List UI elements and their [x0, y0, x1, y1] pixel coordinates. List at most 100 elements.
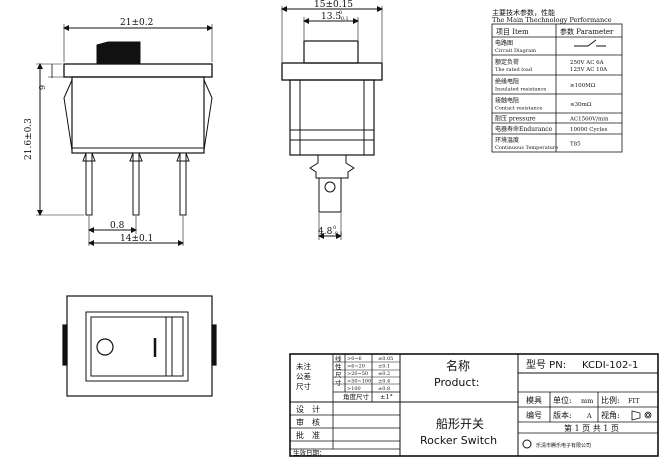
rocker-actuator [96, 41, 141, 65]
company-logo [522, 439, 532, 449]
angle-tol: ±1° [380, 393, 393, 401]
tol-range: >6~20 [347, 364, 365, 370]
tol-label-3: 尺寸 [296, 381, 311, 391]
right-clip [203, 79, 213, 151]
approve-label: 批 准 [296, 430, 320, 440]
model-value: KCDI-102-1 [582, 360, 638, 371]
tolerance-rows: >0~6 ±0.05 >6~20 ±0.1 >20~50 ±0.2 >50~100 ±0.4 >… [347, 356, 393, 392]
tol-value: ±0.05 [378, 356, 393, 362]
spec-row-cn: 额定负荷 [495, 58, 519, 66]
scale-label: 比例: [601, 395, 620, 405]
unit-value: mm [581, 397, 593, 405]
svg-text:线: 线 [335, 354, 342, 363]
spec-row-cn: 环境温度 [495, 136, 519, 144]
dim-tab-width: 4.8 [318, 227, 333, 237]
dim-height-main: 21.6±0.3 [24, 118, 34, 160]
spec-row-val: 10000 Cycles [570, 127, 608, 133]
date-label: 生效日期： [293, 448, 326, 457]
tol-value: ±0.2 [378, 371, 390, 377]
spec-row-cn: 电路图 [495, 39, 513, 47]
off-symbol [96, 338, 114, 356]
tol-side-label: 线 性 尺 寸 [335, 354, 342, 387]
tol-range: >20~50 [347, 371, 368, 377]
tol-range: >100 [347, 386, 361, 392]
spec-row-en: The rated load [495, 67, 533, 73]
title-block [289, 353, 659, 457]
front-view [36, 24, 213, 246]
version-label: 版本: [553, 410, 572, 420]
version-value: A [586, 412, 592, 420]
dim-side-inner: 13.5 [321, 12, 341, 22]
spec-row-val: ≥100MΩ [570, 83, 596, 89]
company-name: 乐清市腾乐电子有限公司 [536, 442, 591, 449]
svg-text:寸: 寸 [335, 378, 342, 387]
dim-pin-span: 14±0.1 [120, 234, 153, 244]
pins [82, 152, 190, 216]
product-cn: 船形开关 [436, 417, 484, 431]
bezel-side [281, 62, 383, 81]
side-view [281, 6, 383, 240]
check-label: 审 核 [296, 417, 320, 427]
spec-title-en: The Main Thechnology Performance [492, 16, 612, 24]
spec-row-val: ≤30mΩ [570, 102, 592, 108]
rocker-side [303, 40, 359, 64]
name-cn: 名称 [446, 358, 470, 373]
top-view [62, 295, 217, 397]
svg-text:性: 性 [335, 362, 342, 371]
model-label: 型号 PN: [526, 358, 566, 371]
dim-tab-sub: -0.1 [333, 231, 343, 237]
tol-value: ±0.4 [378, 379, 390, 385]
spec-row-val: T85 [570, 142, 581, 148]
dim-side-width: 15±0.15 [314, 0, 353, 10]
dim-side-inner-sup: 0 [339, 10, 342, 16]
body-side [289, 79, 375, 156]
dim-9: 9 [38, 85, 47, 90]
tol-value: ±0.8 [378, 386, 390, 392]
quick-tab [318, 178, 342, 213]
spec-row-val: 125V AC 10A [570, 67, 608, 73]
spec-row-cn: 绝缘电阻 [495, 78, 519, 86]
tol-value: ±0.1 [378, 364, 390, 370]
product-en: Rocker Switch [420, 434, 497, 447]
dim-side-inner-sub: -0.1 [339, 16, 349, 22]
spec-table: 主要技术参数，性能 The Main Thechnology Performan… [491, 8, 623, 153]
spec-row-en: Contact resistance [495, 106, 543, 112]
pin-base [309, 155, 355, 179]
page-label: 第 1 页 共 1 页 [564, 423, 619, 433]
mold-label: 模具 [526, 395, 542, 405]
tol-label-1: 未注 [296, 361, 311, 371]
spec-row-val: AC1500V/min [569, 117, 609, 123]
tol-label-2: 公差 [296, 371, 311, 381]
bezel [63, 63, 213, 78]
dim-width-main: 21±0.2 [120, 18, 153, 28]
view-label: 视角: [601, 410, 620, 420]
svg-text:尺: 尺 [335, 371, 342, 379]
spec-row-cn: 接触电阻 [495, 97, 519, 105]
spec-row-cn: 耐压 pressure [495, 115, 536, 123]
tol-range: >50~100 [347, 379, 371, 385]
spec-row-en: Circuit Diagram [495, 48, 536, 54]
col-param: 参数 Parameter [560, 27, 614, 36]
spec-title-cn: 主要技术参数，性能 [492, 8, 555, 17]
angle-label: 角度尺寸 [343, 392, 370, 401]
spec-row-cn: 电器寿命Endurance [495, 125, 553, 133]
spec-row-en: Insulated resistance [495, 87, 546, 93]
tol-range: >0~6 [347, 356, 362, 362]
dim-pin-gap: 0.8 [110, 221, 125, 231]
left-clip [63, 79, 73, 151]
view-symbol [631, 410, 652, 421]
design-label: 设 计 [296, 404, 320, 414]
code-label: 编号 [526, 410, 542, 420]
spec-row-val: 250V AC 6A [570, 60, 605, 66]
dim-tab-sup: 0 [333, 225, 336, 231]
switch-body [71, 76, 205, 154]
name-en: Product: [434, 376, 479, 389]
col-item: 项目 Item [496, 28, 529, 36]
unit-label: 单位: [553, 395, 572, 405]
tab-hole [324, 181, 336, 193]
scale-value: FIT [628, 397, 640, 405]
spec-row-en: Continuous Temperature [495, 145, 558, 151]
